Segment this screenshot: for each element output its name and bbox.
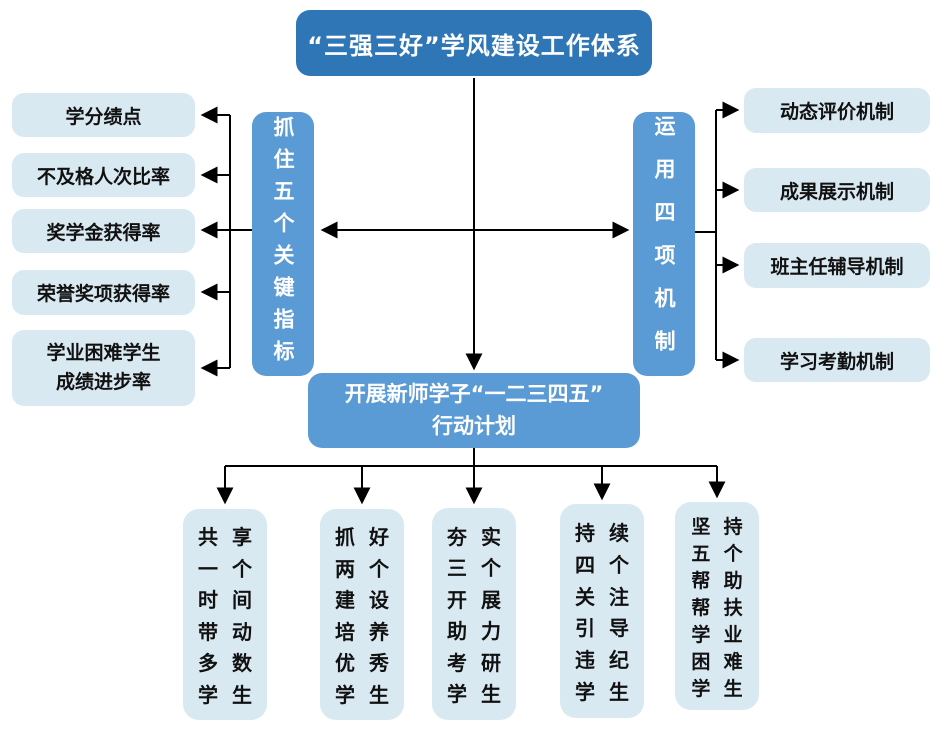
action-row: 五个 — [691, 543, 756, 565]
indicator-box-scholarship-rate: 奖学金获得率 — [12, 209, 195, 253]
indicator-box-honor-rate: 荣誉奖项获得率 — [12, 270, 195, 315]
indicator-box-fail-rate: 不及格人次比率 — [12, 153, 195, 197]
action-row: 学生 — [691, 678, 756, 700]
action-box-three-development: 夯实 三个 开展 助力 考研 学生 — [432, 508, 516, 720]
action-row: 多数 — [198, 651, 266, 676]
key-indicators-hub-text: 抓住五个关键指标 — [271, 116, 295, 372]
action-row: 学生 — [447, 682, 515, 707]
action-row: 学生 — [198, 682, 266, 707]
action-row: 困难 — [691, 651, 756, 673]
indicator-label: 学分绩点 — [65, 105, 142, 128]
mechanism-label: 动态评价机制 — [779, 101, 894, 123]
action-row: 助力 — [447, 619, 515, 644]
action-row: 持续 — [575, 520, 643, 545]
action-row: 违纪 — [575, 648, 643, 673]
action-row: 共享 — [198, 525, 266, 550]
action-row: 时间 — [198, 588, 266, 613]
action-row: 三个 — [447, 556, 515, 581]
indicator-box-progress-rate: 学业困难学生 成绩进步率 — [12, 330, 195, 406]
action-row: 学业 — [691, 624, 756, 646]
action-box-two-construction: 抓好 两个 建设 培养 优秀 学生 — [320, 509, 404, 720]
mechanism-label: 班主任辅导机制 — [770, 256, 904, 278]
indicator-label: 奖学金获得率 — [46, 221, 161, 244]
indicator-label: 荣誉奖项获得率 — [36, 283, 170, 305]
indicator-box-credit-gpa: 学分绩点 — [12, 93, 195, 137]
action-row: 优秀 — [335, 651, 403, 676]
action-row: 两个 — [335, 556, 403, 581]
indicator-label: 不及格人次比率 — [36, 165, 170, 188]
action-row: 帮扶 — [691, 597, 756, 619]
action-plan-line1: 开展新师学子“一二三四五” — [344, 382, 604, 406]
mechanisms-hub: 运用四项机制 — [633, 112, 695, 376]
action-row: 夯实 — [447, 524, 515, 549]
mechanism-box-achievement-display: 成果展示机制 — [744, 168, 930, 212]
action-row: 开展 — [447, 587, 515, 612]
indicator-label-line2: 成绩进步率 — [55, 371, 151, 393]
mechanism-box-attendance: 学习考勤机制 — [744, 338, 930, 382]
indicator-label-line1: 学业困难学生 — [46, 341, 161, 364]
action-box-five-help: 坚持 五个 帮助 帮扶 学业 困难 学生 — [675, 502, 759, 710]
action-row: 培养 — [335, 619, 403, 644]
action-row: 带动 — [198, 619, 266, 644]
action-row: 考研 — [447, 650, 515, 675]
mechanism-label: 学习考勤机制 — [779, 350, 894, 373]
action-row: 学生 — [335, 682, 403, 707]
action-row: 一个 — [198, 556, 266, 581]
action-row: 引导 — [575, 616, 643, 641]
action-row: 关注 — [575, 584, 643, 609]
action-row: 抓好 — [335, 525, 403, 550]
key-indicators-hub: 抓住五个关键指标 — [252, 112, 314, 376]
action-plan-node: 开展新师学子“一二三四五” 行动计划 — [308, 373, 640, 448]
mechanism-label: 成果展示机制 — [779, 180, 894, 203]
action-plan-line2: 行动计划 — [432, 413, 516, 438]
title-node: “三强三好”学风建设工作体系 — [296, 10, 652, 76]
action-box-share-time: 共享 一个 时间 带动 多数 学生 — [183, 509, 267, 720]
mechanisms-hub-text: 运用四项机制 — [652, 115, 676, 373]
action-row: 学生 — [575, 680, 643, 705]
action-row: 建设 — [335, 588, 403, 613]
action-row: 坚持 — [691, 516, 756, 538]
action-row: 四个 — [575, 552, 643, 577]
action-box-four-attention: 持续 四个 关注 引导 违纪 学生 — [560, 504, 644, 718]
mechanism-box-dynamic-evaluation: 动态评价机制 — [744, 88, 930, 133]
action-row: 帮助 — [691, 570, 756, 592]
mechanism-box-head-teacher-guidance: 班主任辅导机制 — [744, 243, 930, 288]
title-text: “三强三好”学风建设工作体系 — [307, 31, 641, 60]
